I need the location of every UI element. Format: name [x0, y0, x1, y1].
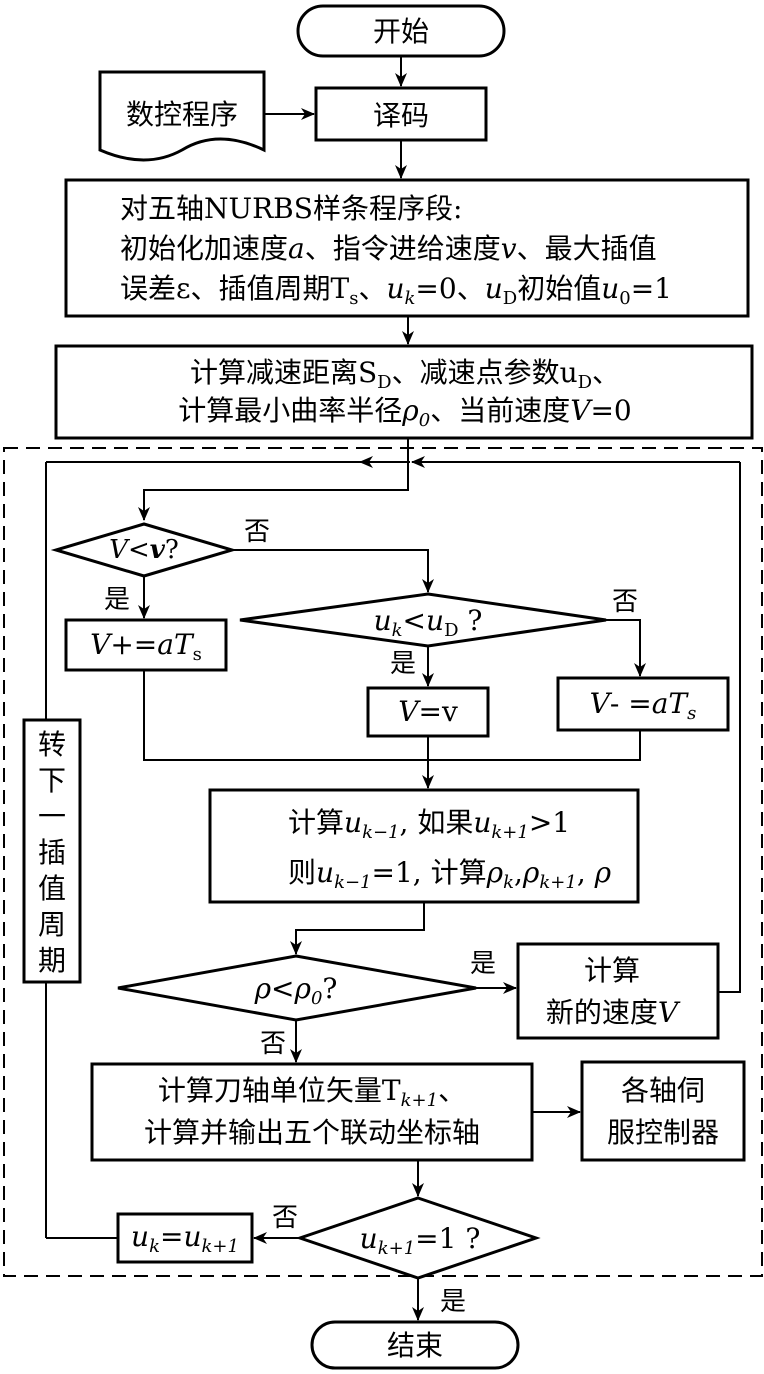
- svg-text:转: 转: [38, 728, 66, 761]
- decode-label: 译码: [373, 99, 429, 132]
- switch-period-box: [22, 718, 82, 984]
- decision-uk-text: uk<uD ?: [374, 604, 483, 641]
- servo-line2: 服控制器: [607, 1116, 719, 1149]
- svg-text:下: 下: [38, 764, 66, 797]
- decel-text: V- =aTs: [590, 687, 697, 724]
- init-line1: 对五轴NURBS样条程序段:: [120, 192, 462, 225]
- servo-box: [580, 1060, 746, 1162]
- servo-line1: 各轴伺: [621, 1074, 705, 1107]
- svg-text:插: 插: [38, 836, 66, 869]
- label-no-3: 否: [260, 1029, 286, 1059]
- update-u-text: uk=uk+1: [131, 1220, 239, 1257]
- end-label: 结束: [387, 1329, 443, 1362]
- const-speed-text: V=v: [398, 695, 458, 728]
- decision-rho-text: ρ<ρ0?: [254, 972, 338, 1009]
- svg-text:期: 期: [38, 944, 66, 977]
- svg-text:值: 值: [38, 872, 66, 905]
- init-line3: 误差ε、插值周期Ts、uk=0、uD初始值u0=1: [120, 272, 672, 309]
- decel-box: [556, 676, 730, 732]
- decision-end-text: uk+1=1 ?: [360, 1222, 481, 1259]
- label-yes-2: 是: [390, 649, 416, 679]
- label-no-4: 否: [272, 1203, 298, 1233]
- label-yes-3: 是: [470, 949, 496, 979]
- calc-decel-line1: 计算减速距离SD、减速点参数uD、: [190, 356, 620, 393]
- new-speed-line2: 新的速度V: [546, 996, 681, 1029]
- init-box: [64, 178, 750, 318]
- label-no-1: 否: [244, 517, 270, 547]
- calc-decel-box: [54, 344, 754, 440]
- calc-u-line1: 计算uk−1, 如果uk+1>1: [288, 806, 570, 843]
- switch-period-text: 转 下 一 插 值 周 期: [38, 728, 66, 977]
- calc-decel-line2: 计算最小曲率半径ρ0、当前速度V=0: [178, 394, 631, 431]
- label-no-2: 否: [612, 587, 638, 617]
- loop-region: [3, 447, 763, 1277]
- calc-axis-line2: 计算并输出五个联动坐标轴: [144, 1116, 480, 1149]
- const-speed-box: [366, 686, 490, 738]
- update-u-box: [116, 1212, 254, 1264]
- new-speed-line1: 计算: [584, 954, 640, 987]
- accel-box: [64, 618, 228, 672]
- init-line2: 初始化加速度a、指令进给速度v、最大插值: [120, 232, 657, 265]
- calc-axis-line1: 计算刀轴单位矢量Tk+1、: [158, 1074, 466, 1111]
- accel-text: V+=aTs: [90, 628, 202, 665]
- calc-u-line2: 则uk−1=1, 计算ρk,ρk+1, ρ: [288, 856, 612, 893]
- program-document: [98, 70, 266, 162]
- calc-u-box: [208, 788, 640, 904]
- decision-v-text: V<v?: [109, 535, 179, 565]
- label-yes-4: 是: [440, 1287, 466, 1317]
- program-label: 数控程序: [126, 98, 238, 131]
- svg-text:周: 周: [38, 908, 66, 941]
- svg-text:一: 一: [38, 800, 66, 833]
- end-terminal: [310, 1320, 520, 1370]
- decode-box: [314, 86, 488, 142]
- calc-axis-box: [90, 1062, 534, 1162]
- start-label: 开始: [373, 15, 429, 48]
- label-yes-1: 是: [104, 585, 130, 615]
